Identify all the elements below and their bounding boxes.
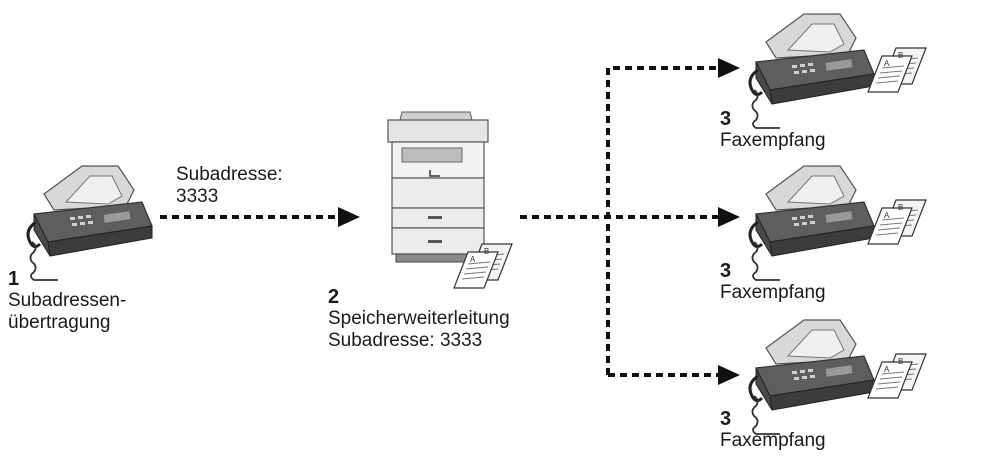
sender-label-line2: übertragung <box>8 312 111 333</box>
forward-arrowhead-3 <box>718 365 740 385</box>
sender-label: 1 Subadressen- übertragung <box>8 268 126 334</box>
receiver-documents-icon-3 <box>867 353 927 399</box>
relay-label: 2 Speicherweiterleitung Subadresse: 3333 <box>328 286 510 352</box>
receiver-step-number-3: 3 <box>720 408 732 430</box>
receiver-label-text-2: Faxempfang <box>720 282 826 303</box>
receiver-label-3: 3 Faxempfang <box>720 408 826 452</box>
relay-label-line1: Speicherweiterleitung <box>328 308 510 329</box>
receiver-label-2: 3 Faxempfang <box>720 260 826 304</box>
receiver-step-number-1: 3 <box>720 108 732 130</box>
receiver-documents-icon-1 <box>867 47 927 93</box>
transmission-arrowhead <box>338 207 360 227</box>
forward-arrowhead-2 <box>718 207 740 227</box>
relay-printer-icon <box>387 111 489 263</box>
sender-label-line1: Subadressen- <box>8 290 127 311</box>
relay-label-line2: Subadresse: 3333 <box>328 330 483 351</box>
receiver-label-text-1: Faxempfang <box>720 130 826 151</box>
transmission-label-line1: Subadresse: <box>176 164 283 185</box>
transmission-label-line2: 3333 <box>176 186 219 207</box>
receiver-label-text-3: Faxempfang <box>720 430 826 451</box>
sender-fax-icon <box>26 164 154 282</box>
receiver-step-number-2: 3 <box>720 260 732 282</box>
receiver-documents-icon-2 <box>867 199 927 245</box>
sender-step-number: 1 <box>8 268 20 290</box>
receiver-label-1: 3 Faxempfang <box>720 108 826 152</box>
transmission-label: Subadresse: 3333 <box>176 164 283 208</box>
forwarding-lines <box>520 66 720 377</box>
relay-step-number: 2 <box>328 286 340 308</box>
forward-arrowhead-1 <box>718 58 740 78</box>
